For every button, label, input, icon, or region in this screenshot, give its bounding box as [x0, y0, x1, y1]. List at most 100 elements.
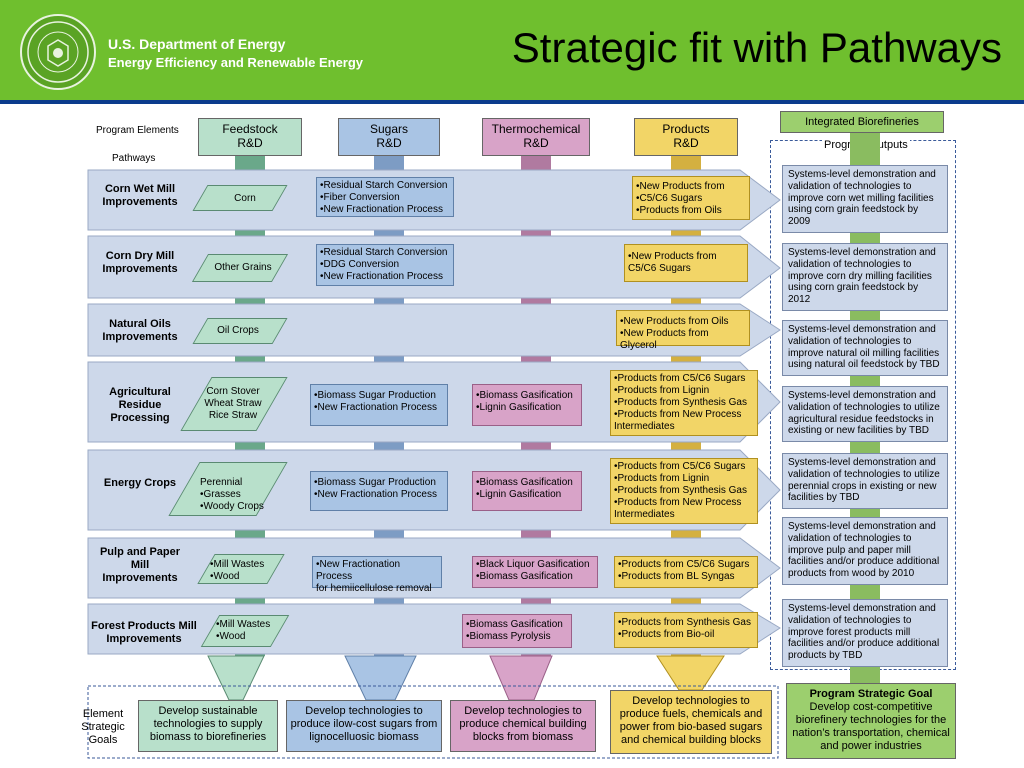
products-item: •New Products from Glycerol	[620, 328, 709, 351]
sugars-item: •DDG Conversion	[320, 259, 400, 270]
products-box-ag-residue: •Products from C5/C6 Sugars •Products fr…	[610, 370, 758, 436]
sugars-item: •New Fractionation Process	[320, 204, 443, 215]
org-name: U.S. Department of Energy	[108, 36, 286, 52]
products-box-pulp-paper: •Products from C5/C6 Sugars •Products fr…	[614, 556, 758, 588]
pathway-name-forest-products: Forest Products Mill Improvements	[88, 620, 200, 646]
output-pulp-paper: Systems-level demonstration and validati…	[782, 517, 948, 585]
feedstock-text-corn-wet: Corn	[225, 193, 265, 205]
output-corn-dry: Systems-level demonstration and validati…	[782, 243, 948, 311]
feedstock-text-ag-residue: Corn Stover Wheat Straw Rice Straw	[200, 386, 266, 422]
pathways-label: Pathways	[112, 153, 156, 164]
products-item: •New Products from Oils	[620, 316, 729, 327]
feedstock-item: •Grasses	[200, 489, 241, 500]
pathway-name-line: Corn Dry Mill	[105, 250, 175, 262]
products-item: Intermediates	[614, 509, 675, 520]
feedstock-item: Rice Straw	[208, 410, 258, 421]
sugars-item: •Biomass Sugar Production	[314, 390, 436, 401]
thermo-item: •Biomass Gasification	[476, 390, 573, 401]
thermo-item: •Black Liquor Gasification	[476, 559, 590, 570]
products-item: •Products from BL Syngas	[618, 571, 735, 582]
feedstock-text-corn-dry: Other Grains	[208, 262, 278, 274]
column-thermo-subtitle: R&D	[523, 136, 549, 150]
column-products-subtitle: R&D	[673, 136, 699, 150]
feedstock-funnel	[207, 655, 265, 701]
feedstock-item: Oil Crops	[217, 325, 259, 336]
thermo-box-energy-crops: •Biomass Gasification •Lignin Gasificati…	[472, 471, 582, 511]
pathway-name-line: Improvements	[102, 263, 178, 275]
goal-feedstock: Develop sustainable technologies to supp…	[138, 700, 278, 752]
pathway-name-line: Forest Products Mill	[91, 620, 197, 632]
sugars-item: •Residual Starch Conversion	[320, 180, 448, 191]
page-title: Strategic fit with Pathways	[511, 24, 1002, 71]
header-rule	[0, 100, 1024, 104]
thermo-box-forest-products: •Biomass Gasification •Biomass Pyrolysis	[462, 614, 572, 648]
column-products: Products R&D	[634, 118, 738, 156]
feedstock-item: •Wood	[210, 571, 240, 582]
pathway-name-corn-dry: Corn Dry Mill Improvements	[92, 250, 188, 276]
column-feedstock-subtitle: R&D	[237, 136, 263, 150]
column-sugars-subtitle: R&D	[376, 136, 402, 150]
sugars-item: •New Fractionation Process	[314, 489, 437, 500]
feedstock-text-forest-products: •Mill Wastes •Wood	[216, 619, 280, 643]
output-ag-residue: Systems-level demonstration and validati…	[782, 386, 948, 442]
element-goals-frame	[87, 685, 779, 759]
pathway-name-line: Improvements	[102, 196, 178, 208]
goals-label-line: Element	[82, 708, 124, 720]
pathway-name-line: Pulp and Paper	[99, 546, 181, 558]
output-energy-crops: Systems-level demonstration and validati…	[782, 453, 948, 509]
pathway-name-line: Processing	[110, 412, 170, 424]
products-item: •Products from C5/C6 Sugars	[618, 559, 750, 570]
products-item: •New Products from	[628, 251, 717, 262]
pathway-name-line: Improvements	[106, 633, 182, 645]
org-subname: Energy Efficiency and Renewable Energy	[108, 55, 364, 70]
sugars-item: •New Fractionation Process	[320, 271, 443, 282]
pathway-name-corn-wet: Corn Wet Mill Improvements	[92, 183, 188, 209]
products-item: •Products from C5/C6 Sugars	[614, 461, 746, 472]
feedstock-text-pulp-paper: •Mill Wastes •Wood	[210, 559, 274, 583]
feedstock-item: Other Grains	[214, 262, 272, 273]
output-natural-oils: Systems-level demonstration and validati…	[782, 320, 948, 376]
pathway-name-line: Residue	[118, 399, 162, 411]
program-elements-label: Program Elements	[96, 125, 179, 136]
column-integrated-biorefineries: Integrated Biorefineries	[780, 111, 944, 133]
pathway-name-line: Agricultural	[109, 386, 171, 398]
thermo-item: •Lignin Gasification	[476, 402, 562, 413]
goal-thermochemical: Develop technologies to produce chemical…	[450, 700, 596, 752]
sugars-item: for hemiicellulose removal	[316, 583, 432, 594]
column-sugars-title: Sugars	[369, 122, 409, 136]
pathway-name-pulp-paper: Pulp and Paper Mill Improvements	[92, 546, 188, 585]
products-item: •Products from C5/C6 Sugars	[614, 373, 746, 384]
sugars-funnel	[344, 655, 417, 701]
feedstock-text-energy-crops: Perennial •Grasses •Woody Crops	[200, 477, 270, 513]
feedstock-item: •Woody Crops	[200, 501, 264, 512]
thermo-box-pulp-paper: •Black Liquor Gasification •Biomass Gasi…	[472, 556, 598, 588]
feedstock-item: •Mill Wastes	[210, 559, 265, 570]
feedstock-item: •Mill Wastes	[216, 619, 271, 630]
column-thermochemical: Thermochemical R&D	[482, 118, 590, 156]
goal-sugars: Develop technologies to produce ilow-cos…	[286, 700, 442, 752]
sugars-box-energy-crops: •Biomass Sugar Production •New Fractiona…	[310, 471, 448, 511]
pathway-name-ag-residue: Agricultural Residue Processing	[92, 386, 188, 425]
doe-seal-icon	[20, 14, 96, 90]
feedstock-text-natural-oils: Oil Crops	[208, 325, 268, 337]
column-feedstock-title: Feedstock	[222, 122, 278, 136]
header-bar	[0, 0, 1024, 100]
program-goal-title: Program Strategic Goal	[809, 688, 933, 700]
products-item: •Products from Lignin	[614, 473, 710, 484]
pathway-name-line: Corn Wet Mill	[104, 183, 176, 195]
pathway-name-line: Improvements	[102, 572, 178, 584]
products-funnel	[656, 655, 725, 691]
products-item: •Products from New Process	[614, 497, 742, 508]
element-strategic-goals-label: Element Strategic Goals	[78, 708, 128, 747]
products-box-corn-wet: •New Products from •C5/C6 Sugars •Produc…	[632, 176, 750, 220]
thermo-item: •Biomass Gasification	[466, 619, 563, 630]
thermo-box-ag-residue: •Biomass Gasification •Lignin Gasificati…	[472, 384, 582, 426]
pathway-name-natural-oils: Natural Oils Improvements	[92, 318, 188, 344]
products-box-corn-dry: •New Products from C5/C6 Sugars	[624, 244, 748, 282]
pathway-name-line: Improvements	[102, 331, 178, 343]
thermo-item: •Biomass Gasification	[476, 571, 573, 582]
pathway-name-line: Energy Crops	[103, 477, 177, 489]
feedstock-item: Wheat Straw	[204, 398, 262, 409]
products-box-forest-products: •Products from Synthesis Gas •Products f…	[614, 612, 758, 648]
goal-products: Develop technologies to produce fuels, c…	[610, 690, 772, 754]
